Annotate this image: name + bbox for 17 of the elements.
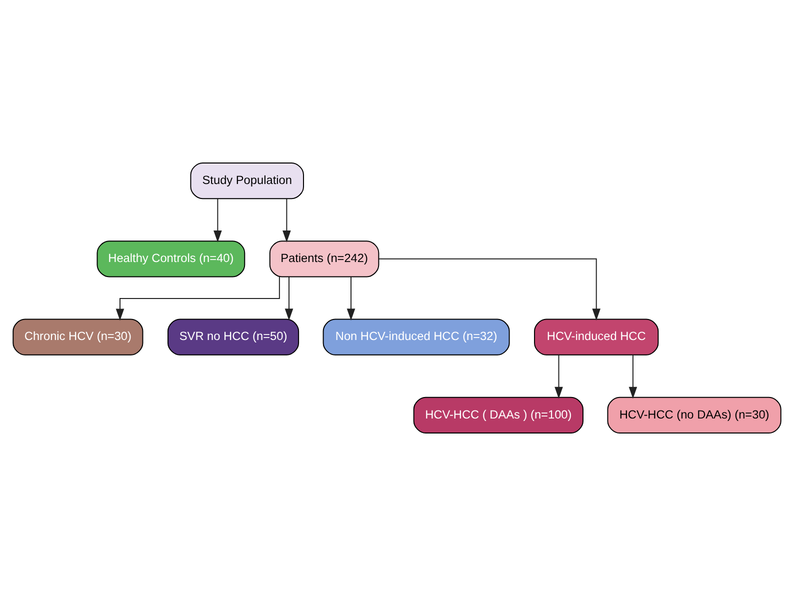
node-box: HCV-HCC (no DAAs) (n=30) xyxy=(607,396,782,434)
arrow xyxy=(116,276,280,321)
arrow xyxy=(378,258,600,320)
arrow xyxy=(282,198,291,242)
node-box: Study Population xyxy=(190,162,304,200)
arrow xyxy=(628,354,638,399)
node-box: Patients (n=242) xyxy=(269,240,380,278)
node-box: SVR no HCC (n=50) xyxy=(167,318,300,356)
node-box: Chronic HCV (n=30) xyxy=(12,318,144,356)
node-box: Healthy Controls (n=40) xyxy=(96,240,246,278)
node-box: Non HCV-induced HCC (n=32) xyxy=(322,318,510,356)
arrow xyxy=(214,198,222,242)
node-box: HCV-induced HCC xyxy=(534,318,659,356)
node-box: HCV-HCC ( DAAs ) (n=100) xyxy=(413,396,584,434)
arrow xyxy=(346,276,356,321)
arrow xyxy=(554,354,563,399)
arrow xyxy=(284,276,294,321)
